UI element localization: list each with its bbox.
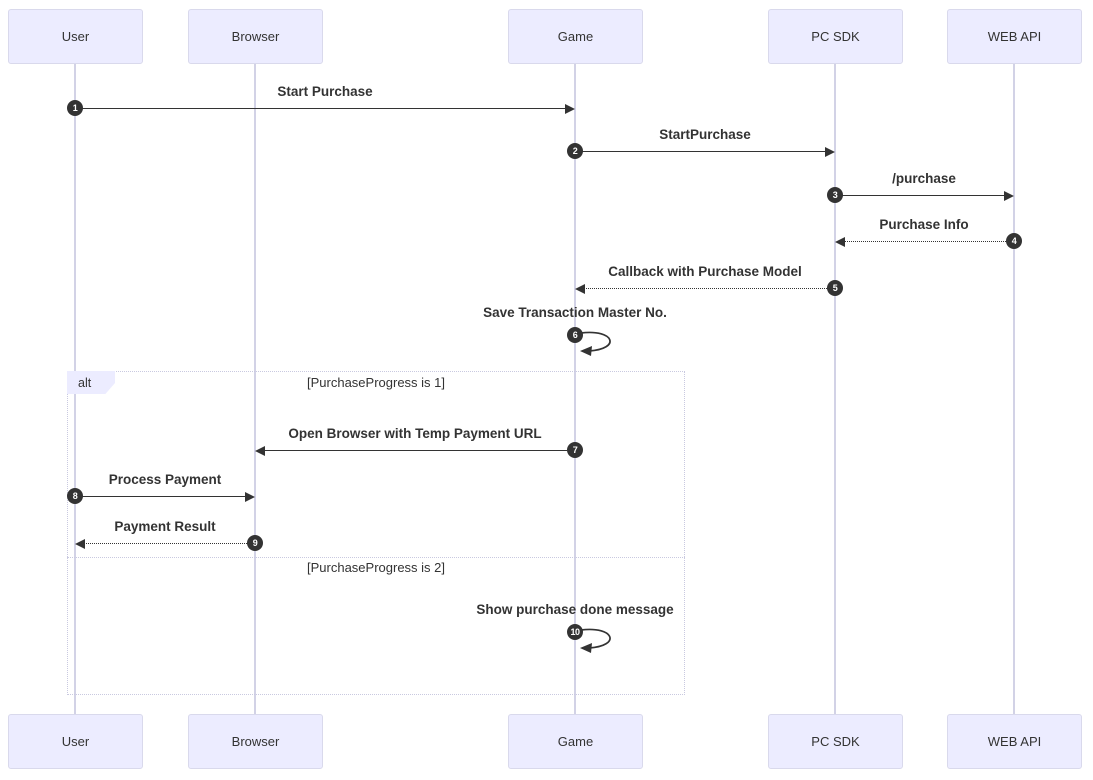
- message-7-badge: 7: [567, 442, 583, 458]
- actor-bottom-web-api-label: WEB API: [987, 734, 1042, 749]
- self-loop-6-arrow: [580, 331, 611, 356]
- alt-frame: [67, 371, 685, 695]
- actor-bottom-pc-sdk: PC SDK: [768, 714, 903, 769]
- message-10-badge: 10: [567, 624, 583, 640]
- message-8-label: Process Payment: [108, 472, 222, 487]
- message-3-badge: 3: [827, 187, 843, 203]
- lifeline-pc-sdk: [834, 64, 836, 714]
- actor-bottom-user-label: User: [61, 734, 90, 749]
- message-1-label: Start Purchase: [277, 84, 373, 99]
- self-loop-10-arrow: [580, 628, 611, 653]
- actor-bottom-game-label: Game: [557, 734, 594, 749]
- message-7-arrowhead: [255, 446, 265, 456]
- message-2-badge: 2: [567, 143, 583, 159]
- message-10-label: Show purchase done message: [476, 602, 674, 617]
- message-2-line: [575, 151, 827, 152]
- message-8-badge: 8: [67, 488, 83, 504]
- actor-bottom-browser-label: Browser: [231, 734, 280, 749]
- message-6-badge: 6: [567, 327, 583, 343]
- message-8-arrowhead: [245, 492, 255, 502]
- message-7-label: Open Browser with Temp Payment URL: [288, 426, 542, 441]
- alt-label-text: alt: [78, 375, 92, 390]
- message-7-line: [265, 450, 567, 451]
- message-4-label: Purchase Info: [879, 217, 969, 232]
- message-6-label: Save Transaction Master No.: [483, 305, 667, 320]
- message-5-arrowhead: [575, 284, 585, 294]
- actor-top-browser: Browser: [188, 9, 323, 64]
- actor-top-browser-label: Browser: [231, 29, 280, 44]
- message-4-badge: 4: [1006, 233, 1022, 249]
- actor-top-user-label: User: [61, 29, 90, 44]
- message-3-label: /purchase: [892, 171, 956, 186]
- actor-top-user: User: [8, 9, 143, 64]
- alt-section-1-condition: [PurchaseProgress is 1]: [306, 375, 446, 390]
- actor-bottom-game: Game: [508, 714, 643, 769]
- message-2-label: StartPurchase: [659, 127, 751, 142]
- lifeline-browser: [254, 64, 256, 714]
- actor-top-web-api-label: WEB API: [987, 29, 1042, 44]
- actor-top-pc-sdk-label: PC SDK: [811, 29, 860, 44]
- actor-bottom-pc-sdk-label: PC SDK: [811, 734, 860, 749]
- actor-bottom-web-api: WEB API: [947, 714, 1082, 769]
- message-1-line: [75, 108, 567, 109]
- message-2-arrowhead: [825, 147, 835, 157]
- message-5-line: [583, 288, 835, 289]
- alt-section-2-condition: [PurchaseProgress is 2]: [306, 560, 446, 575]
- message-9-arrowhead: [75, 539, 85, 549]
- message-4-line: [843, 241, 1014, 242]
- message-9-line: [83, 543, 255, 544]
- message-3-arrowhead: [1004, 191, 1014, 201]
- lifeline-web-api: [1013, 64, 1015, 714]
- message-5-label: Callback with Purchase Model: [608, 264, 802, 279]
- actor-top-game-label: Game: [557, 29, 594, 44]
- actor-bottom-user: User: [8, 714, 143, 769]
- actor-top-pc-sdk: PC SDK: [768, 9, 903, 64]
- message-5-badge: 5: [827, 280, 843, 296]
- message-3-line: [835, 195, 1006, 196]
- actor-top-game: Game: [508, 9, 643, 64]
- message-4-arrowhead: [835, 237, 845, 247]
- alt-divider: [67, 557, 685, 558]
- message-1-arrowhead: [565, 104, 575, 114]
- lifeline-game: [574, 64, 576, 714]
- message-8-line: [75, 496, 247, 497]
- message-9-label: Payment Result: [114, 519, 216, 534]
- alt-label: alt: [67, 371, 115, 394]
- message-9-badge: 9: [247, 535, 263, 551]
- message-1-badge: 1: [67, 100, 83, 116]
- actor-bottom-browser: Browser: [188, 714, 323, 769]
- actor-top-web-api: WEB API: [947, 9, 1082, 64]
